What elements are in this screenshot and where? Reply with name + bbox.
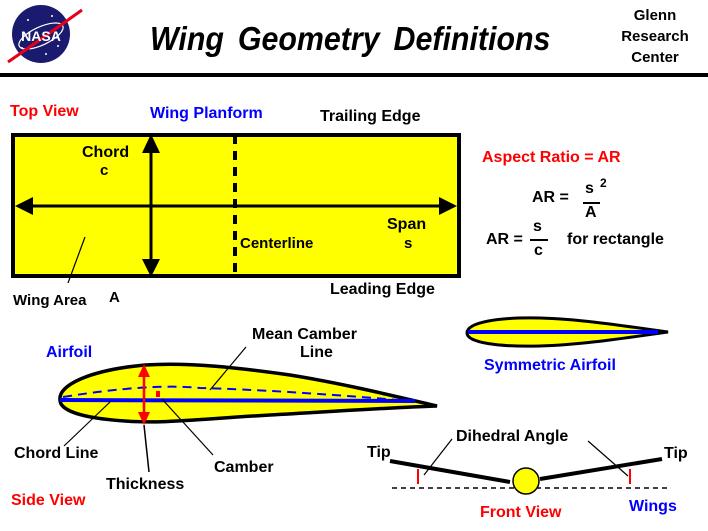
org-line-3: Center: [631, 49, 679, 66]
ar-formula-2-denominator: c: [534, 242, 543, 259]
ar-formula-2-note: for rectangle: [567, 231, 664, 248]
wing-area-symbol: A: [109, 289, 120, 306]
dihedral-pointer-right: [587, 440, 629, 477]
symmetric-airfoil: [465, 316, 669, 348]
airfoil-label: Airfoil: [46, 344, 93, 361]
cambered-airfoil: [58, 362, 438, 424]
dihedral-pointer-left: [423, 438, 453, 476]
chord-line: [59, 398, 416, 403]
nasa-logo-text: NASA: [21, 28, 61, 44]
chord-symbol: c: [100, 162, 109, 179]
camber-pointer: [161, 398, 214, 456]
wings-label: Wings: [629, 498, 677, 515]
aspect-ratio-heading: Aspect Ratio = AR: [482, 149, 621, 166]
symmetric-airfoil-label: Symmetric Airfoil: [484, 357, 616, 374]
header-divider: [0, 73, 708, 77]
span-arrow: [15, 197, 457, 215]
trailing-edge-label: Trailing Edge: [320, 108, 421, 125]
dihedral-angle-label: Dihedral Angle: [456, 428, 569, 445]
front-view-label: Front View: [480, 504, 562, 521]
chord-line-pointer: [63, 401, 111, 447]
org-line-1: Glenn: [633, 7, 677, 24]
ar-formula-1-lhs: AR =: [532, 189, 569, 206]
ar-formula-1-denominator: A: [585, 204, 597, 221]
left-wing: [389, 459, 511, 484]
wing-planform-label: Wing Planform: [150, 105, 263, 122]
mean-camber-line-label-1: Mean Camber: [252, 326, 357, 343]
org-name: Glenn Research Center: [615, 5, 695, 68]
tip-right-label: Tip: [664, 445, 688, 462]
span-label: Span: [387, 216, 427, 233]
camber-marker: [156, 391, 160, 397]
ar-formula-2-lhs: AR =: [486, 231, 523, 248]
ar-formula-1-exponent: 2: [600, 176, 607, 190]
chord-label: Chord: [82, 144, 130, 161]
thickness-pointer: [143, 424, 150, 473]
chord-line-label: Chord Line: [14, 445, 99, 462]
mean-camber-line: [62, 385, 411, 402]
thickness-label: Thickness: [106, 476, 185, 493]
span-symbol: s: [404, 235, 413, 252]
centerline-label: Centerline: [240, 235, 314, 252]
front-view-wings: [389, 438, 670, 495]
mean-camber-line-label-2: Line: [300, 344, 333, 361]
org-line-2: Research: [621, 28, 689, 45]
fuselage-circle: [512, 467, 540, 495]
side-view-label: Side View: [11, 492, 86, 509]
camber-label: Camber: [214, 459, 274, 476]
leading-edge-label: Leading Edge: [330, 281, 435, 298]
nasa-logo-icon: NASA: [7, 5, 83, 64]
thickness-arrow: [138, 364, 150, 425]
mean-camber-pointer: [209, 346, 247, 391]
wing-area-pointer: [67, 236, 86, 284]
wing-area-label: Wing Area: [13, 292, 87, 309]
right-wing: [539, 457, 663, 481]
ar-formula-2-numerator: s: [533, 218, 542, 235]
page-title: Wing Geometry Definitions: [150, 20, 551, 57]
tip-left-label: Tip: [367, 444, 391, 461]
ar-formula-1-numerator: s: [585, 180, 594, 197]
top-view-label: Top View: [10, 103, 79, 120]
